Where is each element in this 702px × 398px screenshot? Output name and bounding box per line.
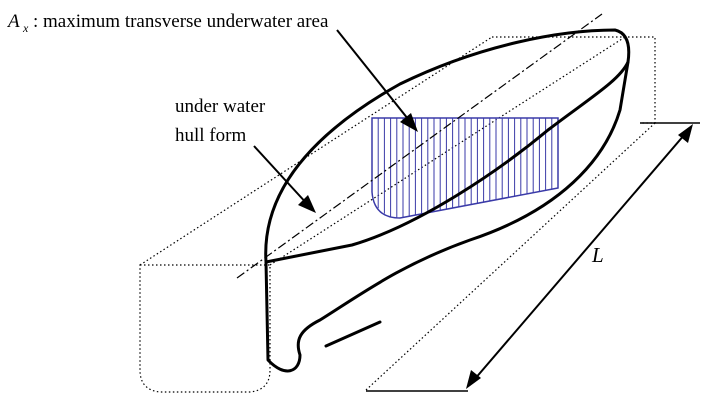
- bounding-box: [139, 36, 656, 393]
- hull-label-line1: under water: [175, 96, 266, 117]
- max-transverse-section: [371, 117, 559, 219]
- section-hatching: [377, 118, 553, 218]
- area-subscript: x: [22, 21, 29, 35]
- area-description: : maximum transverse underwater area: [33, 11, 329, 32]
- box-top-right-edge: [269, 36, 626, 266]
- hull-pointer-arrow: [253, 145, 310, 207]
- centerline: [236, 13, 603, 279]
- arrows: [253, 29, 418, 213]
- hull-label-line2: hull form: [175, 125, 246, 146]
- length-dimension-line: [473, 133, 686, 381]
- length-dimension: [366, 122, 700, 392]
- box-bottom-edge: [365, 122, 656, 391]
- length-arrowhead-bottom: [466, 370, 481, 389]
- box-front-face: [139, 264, 271, 393]
- area-arrowhead: [400, 113, 418, 132]
- hull-arrowhead: [298, 195, 316, 213]
- length-symbol: L: [591, 243, 604, 267]
- section-outline: [371, 117, 559, 219]
- box-top-left-edge: [139, 36, 493, 266]
- hull-waterline: [264, 60, 630, 264]
- length-arrowhead-top: [678, 124, 693, 143]
- hull-deck-line: [264, 28, 631, 373]
- hull-chine-line: [324, 320, 382, 348]
- area-symbol: A: [6, 11, 20, 32]
- area-pointer-arrow: [336, 29, 413, 125]
- hull-outline: [264, 28, 631, 373]
